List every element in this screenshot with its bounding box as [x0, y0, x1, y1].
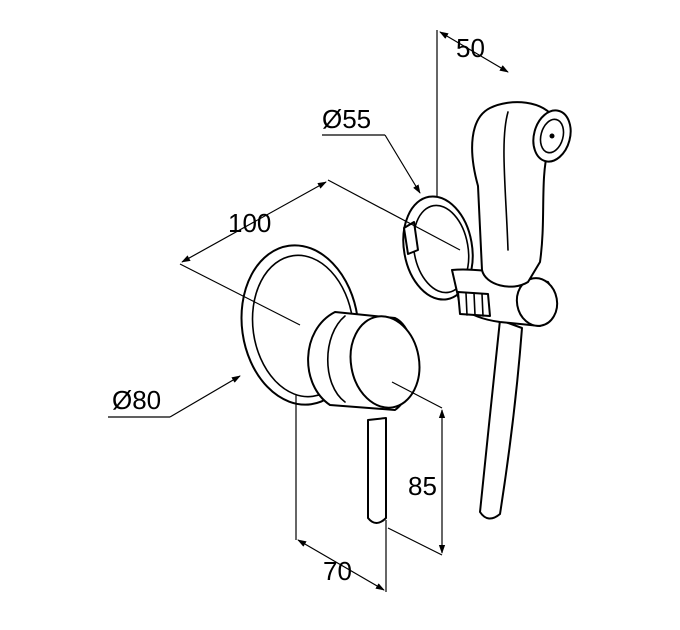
- dimension-annotations: 50 Ø55 100 Ø80 85 70: [108, 30, 509, 592]
- union-thread: [473, 292, 476, 316]
- nozzle-hole: [549, 133, 555, 139]
- dim-label-lever-height: 85: [408, 471, 437, 501]
- dim-label-plate-diameter: Ø80: [112, 385, 161, 415]
- dim-line-top-width: [439, 31, 509, 73]
- leader-hose-diameter-arrow: [384, 134, 421, 194]
- dim-line-projection: [297, 539, 385, 591]
- union-thread: [481, 293, 484, 317]
- extension-line: [391, 381, 443, 409]
- union-thread: [465, 292, 468, 316]
- spray-head-edge: [503, 111, 509, 251]
- lever-handle: [367, 417, 387, 524]
- knob-front-face: [349, 315, 421, 409]
- mixer-valve: [240, 244, 421, 524]
- dim-label-depth: 100: [228, 208, 271, 238]
- hand-shower-assembly: [402, 101, 572, 520]
- dim-label-top-width: 50: [456, 33, 485, 63]
- extension-line: [179, 263, 301, 326]
- extension-line: [387, 527, 443, 556]
- dim-line-depth: [181, 181, 327, 263]
- spray-nozzle-ring: [539, 118, 565, 154]
- knob-rear-edge: [327, 315, 346, 403]
- holder-knob: [515, 277, 559, 327]
- extension-line: [327, 179, 461, 251]
- leader-plate-diameter-arrow: [169, 375, 241, 418]
- hose: [479, 319, 523, 520]
- wall-connector-rim: [412, 204, 470, 294]
- dim-label-hose-diameter: Ø55: [322, 104, 371, 134]
- dim-label-projection: 70: [323, 556, 352, 586]
